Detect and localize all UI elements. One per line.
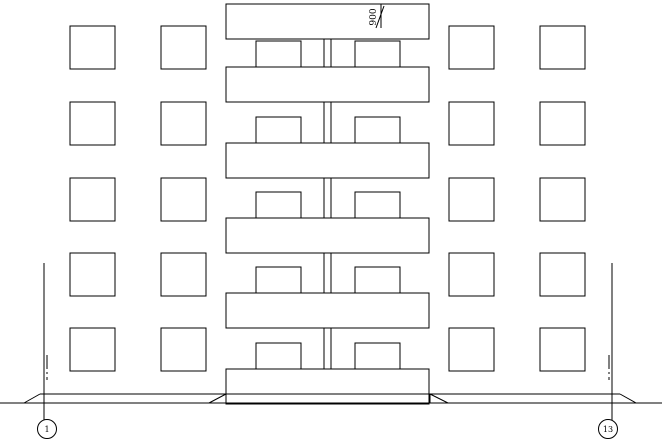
balcony-slab-outline xyxy=(226,218,429,253)
window xyxy=(540,178,585,221)
window xyxy=(540,102,585,145)
balcony-stack xyxy=(226,4,429,404)
dimension-900 xyxy=(376,4,384,28)
loggia-window xyxy=(256,41,301,67)
balcony-slab-outline xyxy=(226,143,429,178)
dimension-label: 900 xyxy=(369,8,379,25)
entrance-left-slope xyxy=(209,394,226,403)
plinth-left-slope xyxy=(24,394,40,403)
window xyxy=(161,102,206,145)
window xyxy=(449,253,494,296)
loggia-window xyxy=(256,267,301,293)
slab-mask xyxy=(226,4,429,39)
ground-plinth xyxy=(0,394,662,403)
window xyxy=(70,102,115,145)
window xyxy=(540,26,585,69)
window xyxy=(449,328,494,371)
slab-mask xyxy=(226,293,429,328)
window xyxy=(540,328,585,371)
axis-left xyxy=(38,263,57,439)
balcony-slab-outline xyxy=(226,4,429,39)
loggia-window xyxy=(355,192,400,218)
slab-mask xyxy=(226,218,429,253)
axis-left-bubble xyxy=(38,420,57,439)
loggia-window xyxy=(355,117,400,143)
loggia-window xyxy=(256,343,301,369)
window xyxy=(161,178,206,221)
window xyxy=(70,26,115,69)
dimension-tick xyxy=(376,6,384,28)
axis-right-bubble xyxy=(599,420,618,439)
entrance-right-slope xyxy=(430,394,448,403)
window xyxy=(70,178,115,221)
window xyxy=(449,102,494,145)
balcony-slab-outline xyxy=(226,293,429,328)
window xyxy=(449,178,494,221)
windows-group xyxy=(70,26,585,371)
window xyxy=(540,253,585,296)
plinth-right-slope xyxy=(620,394,636,403)
loggia-window xyxy=(256,192,301,218)
loggia-window xyxy=(256,117,301,143)
balcony-slab-outline xyxy=(226,369,429,404)
axis-right-label: 13 xyxy=(603,425,613,434)
window xyxy=(161,26,206,69)
window xyxy=(161,253,206,296)
axis-left-label: 1 xyxy=(44,425,49,434)
window xyxy=(161,328,206,371)
loggia-window xyxy=(355,343,400,369)
loggia-window xyxy=(355,267,400,293)
balcony-slab-outline xyxy=(226,67,429,102)
slab-mask xyxy=(226,67,429,102)
slab-mask xyxy=(226,369,429,404)
axis-right xyxy=(599,263,618,439)
loggia-window xyxy=(355,41,400,67)
window xyxy=(70,253,115,296)
slab-mask xyxy=(226,143,429,178)
window xyxy=(70,328,115,371)
window xyxy=(449,26,494,69)
